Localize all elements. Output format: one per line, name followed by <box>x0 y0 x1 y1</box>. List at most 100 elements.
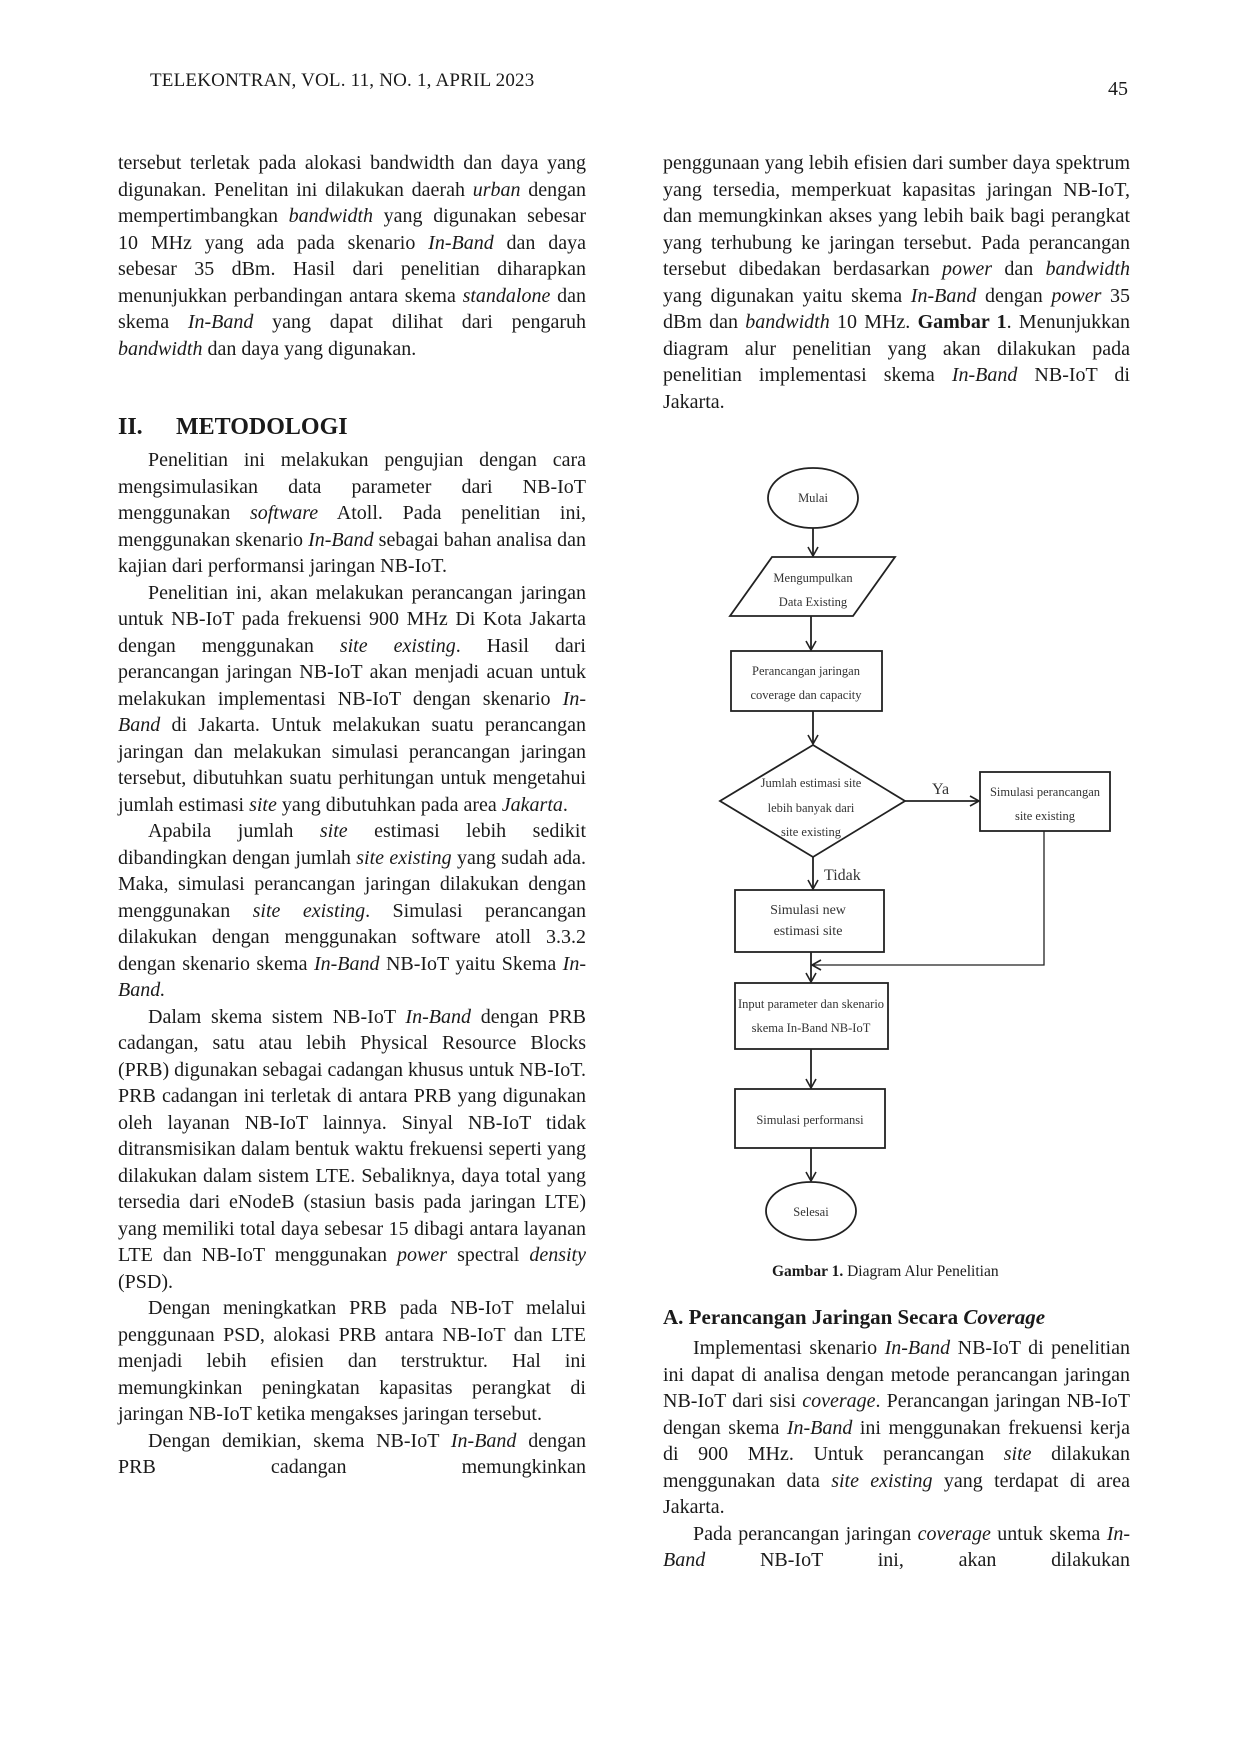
text-run: . Perancangan jaringan NB-IoT dengan ske… <box>663 1390 1131 1439</box>
italic-text: bandwidth <box>118 337 203 360</box>
sim-existing-label: site existing <box>1015 809 1076 823</box>
text-run: dengan mempertimbangkan <box>118 178 586 228</box>
text-run: (PSD). <box>118 1270 174 1293</box>
italic-text: In-Band <box>450 1429 517 1452</box>
text-run: NB-IoT di penelitian ini dapat di analis… <box>663 1337 1130 1412</box>
text-run: 35 dBm dan <box>663 284 1130 334</box>
text-run: yang dapat dilihat dari pengaruh <box>253 311 586 333</box>
text-run: Atoll. Pada penelitian ini, menggunakan … <box>118 502 587 551</box>
collect-label: Data Existing <box>779 595 848 609</box>
text-run: Implementasi skenario <box>693 1337 885 1359</box>
text-run: Pada perancangan jaringan <box>693 1522 918 1545</box>
text-run: NB-IoT ini, akan dilakukan <box>705 1549 1130 1571</box>
italic-text: In-Band <box>786 1416 853 1439</box>
text-run: sebagai bahan analisa dan kajian dari pe… <box>118 528 586 578</box>
decision-label: Jumlah estimasi site <box>761 776 862 790</box>
text-run: dilakukan menggunakan data <box>663 1443 1130 1492</box>
figure-caption: Gambar 1. Diagram Alur Penelitian <box>772 1263 999 1281</box>
text-run: yang digunakan sebesar 10 MHz yang ada p… <box>118 205 587 254</box>
input-label: Input parameter dan skenario <box>738 997 884 1011</box>
italic-text: urban <box>472 178 521 201</box>
paragraph: Dengan meningkatkan PRB pada NB-IoT mela… <box>118 1295 586 1428</box>
italic-text: bandwidth <box>1045 258 1130 280</box>
italic-text: power <box>1051 284 1102 307</box>
text-run: penggunaan yang lebih efisien dari sumbe… <box>663 152 1130 280</box>
italic-text: density <box>529 1244 586 1266</box>
sim-existing-label: Simulasi perancangan <box>990 785 1101 799</box>
collect-label: Mengumpulkan <box>773 571 853 585</box>
italic-text: In-Band. <box>118 952 586 1002</box>
right-column-body: Implementasi skenario In-Band NB-IoT di … <box>663 1335 1130 1574</box>
text-run: dengan PRB cadangan memungkinkan <box>118 1429 586 1479</box>
text-run: NB-IoT di Jakarta. <box>663 364 1130 413</box>
text-run: tersebut terletak pada alokasi bandwidth… <box>118 152 586 201</box>
left-column-intro: tersebut terletak pada alokasi bandwidth… <box>118 150 586 362</box>
text-run: Dengan meningkatkan PRB pada NB-IoT mela… <box>118 1297 586 1425</box>
text-run: . Hasil dari perancangan jaringan NB-IoT… <box>118 634 586 710</box>
decision-label: lebih banyak dari <box>768 801 855 815</box>
end-label: Selesai <box>793 1205 829 1219</box>
italic-text: site existing <box>252 899 366 922</box>
italic-text: coverage <box>917 1522 991 1545</box>
italic-text: site existing <box>356 846 452 869</box>
italic-text: In-Band <box>405 1005 471 1028</box>
text-run: dan daya yang digunakan. <box>202 337 417 360</box>
text-run: di Jakarta. Untuk melakukan suatu peranc… <box>118 714 586 816</box>
section-title: METODOLOGI <box>176 414 348 440</box>
no-label: Tidak <box>824 867 861 884</box>
italic-text: site <box>1003 1443 1032 1465</box>
subsection-heading: A. Perancangan Jaringan Secara Coverage <box>663 1305 1045 1330</box>
performance-label: Simulasi performansi <box>756 1113 864 1127</box>
text-run: dengan PRB cadangan, satu atau lebih Phy… <box>118 1005 586 1267</box>
input-label: skema In-Band NB-IoT <box>752 1021 871 1035</box>
yes-label: Ya <box>932 781 949 798</box>
italic-text: In-Band <box>428 231 494 254</box>
paragraph: Apabila jumlah site estimasi lebih sedik… <box>118 818 586 1004</box>
sim-new-node <box>734 889 885 953</box>
paragraph: Implementasi skenario In-Band NB-IoT di … <box>663 1335 1130 1521</box>
italic-text: bandwidth <box>288 205 374 227</box>
italic-text: site existing <box>339 634 456 657</box>
paragraph: Penelitian ini melakukan pengujian denga… <box>118 447 586 580</box>
text-run: . <box>562 793 568 816</box>
italic-text: software <box>249 502 319 524</box>
flowchart-diagram: Mulai Mengumpulkan Data Existing Peranca… <box>718 467 1111 1241</box>
section-heading-metodologi: II.METODOLOGI <box>118 414 348 441</box>
arrow-join <box>810 831 1045 971</box>
text-run: NB-IoT yaitu Skema <box>379 952 563 975</box>
subsection-title: A. Perancangan Jaringan Secara <box>663 1305 964 1329</box>
italic-text: Jakarta <box>501 793 563 816</box>
text-run: dan <box>992 258 1046 280</box>
bold-text: Gambar 1 <box>917 311 1007 333</box>
text-run: untuk skema <box>990 1522 1107 1545</box>
caption-label: Gambar 1. <box>772 1263 844 1280</box>
italic-text: coverage <box>802 1390 876 1412</box>
paragraph: Pada perancangan jaringan coverage untuk… <box>663 1521 1130 1574</box>
text-run: yang dibutuhkan pada area <box>276 793 502 816</box>
right-column-intro: penggunaan yang lebih efisien dari sumbe… <box>663 150 1130 415</box>
text-run: Penelitian ini, akan melakukan perancang… <box>118 581 586 657</box>
italic-text: In-Band <box>884 1337 951 1359</box>
italic-text: In-Band <box>951 364 1018 386</box>
caption-text: Diagram Alur Penelitian <box>843 1263 999 1280</box>
collect-data-node <box>728 556 897 617</box>
italic-text: In-Band <box>308 528 374 551</box>
text-run: ini menggunakan frekuensi kerja di 900 M… <box>663 1416 1130 1466</box>
italic-text: power <box>942 258 993 280</box>
italic-text: site existing <box>831 1469 933 1492</box>
design-node <box>730 650 883 712</box>
text-run: dengan <box>976 284 1052 307</box>
sim-new-label: Simulasi new <box>770 903 847 918</box>
italic-text: In-Band <box>313 952 380 975</box>
text-run: Penelitian ini melakukan pengujian denga… <box>118 449 586 524</box>
sim-new-label: estimasi site <box>774 924 843 939</box>
text-run: yang sudah ada. Maka, simulasi perancang… <box>118 846 587 922</box>
text-run: estimasi lebih sedikit dibandingkan deng… <box>118 820 586 869</box>
input-node <box>734 982 889 1050</box>
text-run: dan skema <box>118 284 586 334</box>
text-run: yang digunakan yaitu skema <box>663 284 911 307</box>
text-run: Dengan demikian, skema NB-IoT <box>148 1429 451 1452</box>
page-number: 45 <box>1108 78 1128 100</box>
text-run: . Menunjukkan diagram alur penelitian ya… <box>663 311 1131 386</box>
italic-text: standalone <box>462 284 551 307</box>
